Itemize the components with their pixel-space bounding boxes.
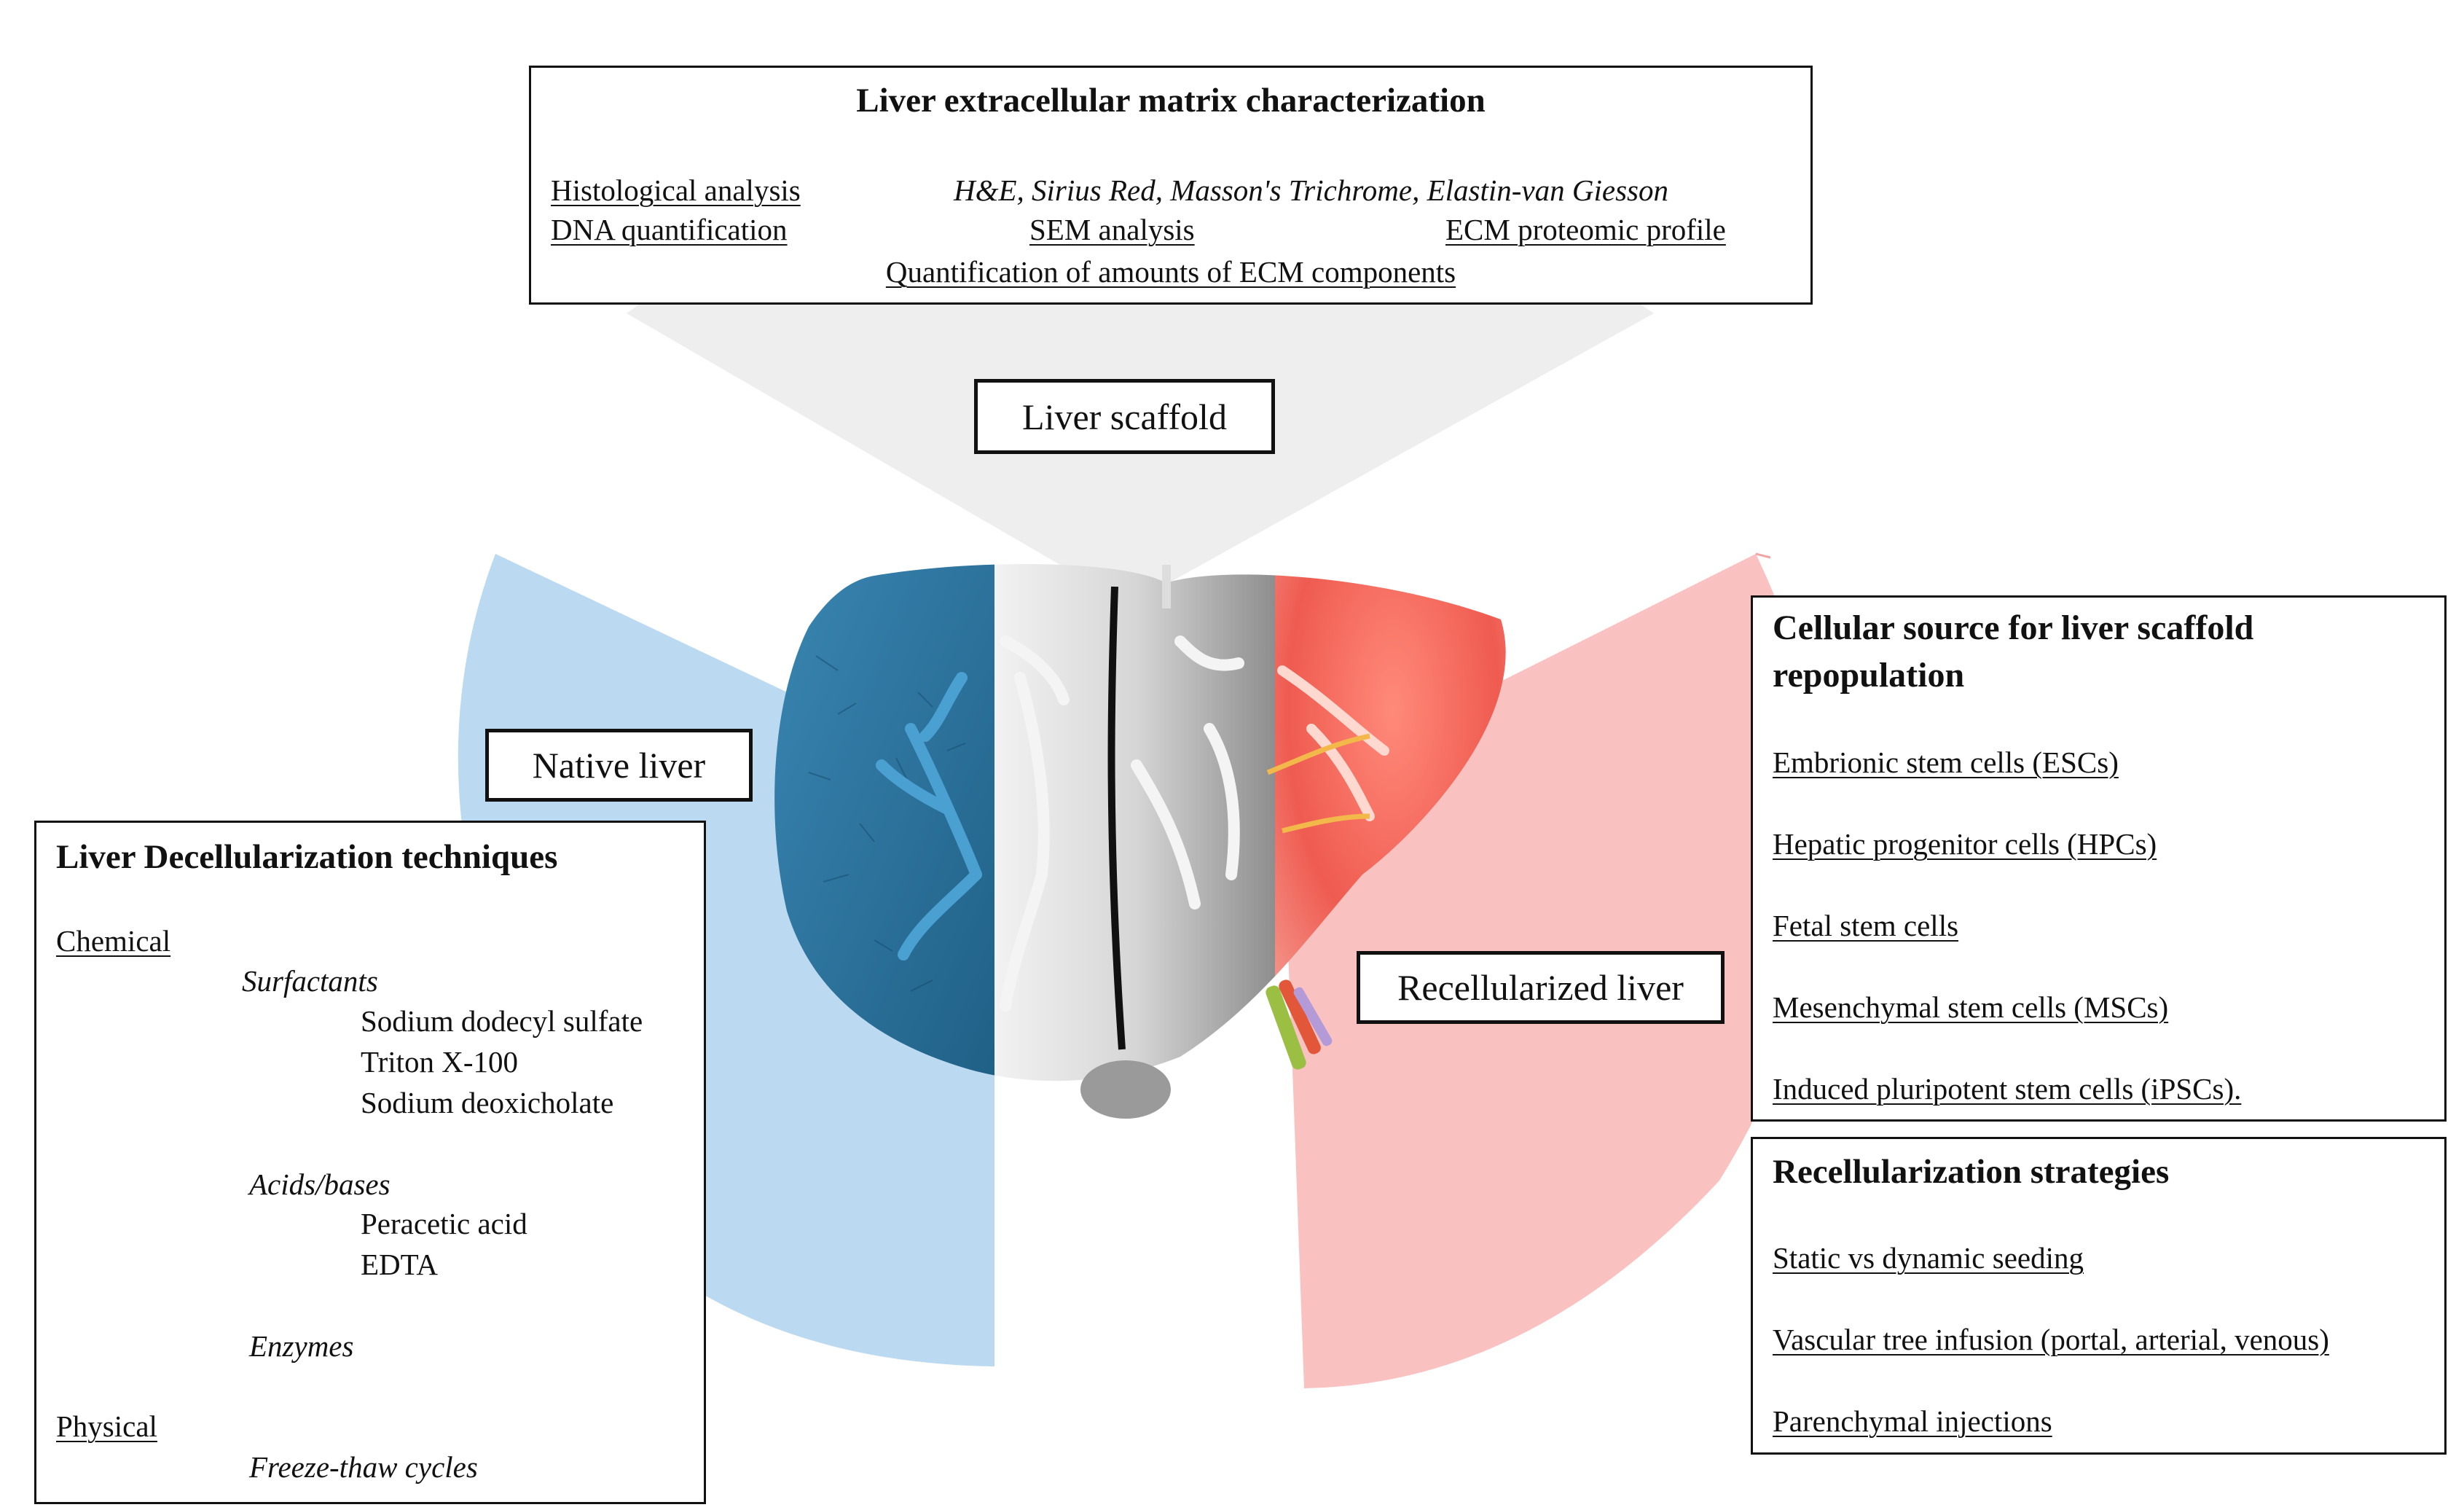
cell-box-title-line1: Cellular source for liver scaffold bbox=[1773, 609, 2254, 647]
strategy-item: Static vs dynamic seeding bbox=[1773, 1241, 2084, 1275]
native-liver-label: Native liver bbox=[485, 729, 753, 802]
cell-box-title: Cellular source for liver scaffold repop… bbox=[1773, 605, 2253, 700]
histological-analysis: Histological analysis bbox=[551, 173, 801, 207]
acids-bases-subheading: Acids/bases bbox=[249, 1167, 391, 1201]
cell-source-item: Hepatic progenitor cells (HPCs) bbox=[1773, 827, 2157, 861]
dna-quantification: DNA quantification bbox=[551, 213, 788, 246]
chemical-heading: Chemical bbox=[56, 924, 171, 958]
physical-heading: Physical bbox=[56, 1409, 157, 1443]
sem-analysis: SEM analysis bbox=[1029, 213, 1195, 246]
surfactants-subheading: Surfactants bbox=[242, 964, 378, 998]
triton-x-100: Triton X-100 bbox=[361, 1045, 519, 1079]
strategies-box-title: Recellularization strategies bbox=[1773, 1153, 2170, 1191]
cellular-source-box: Cellular source for liver scaffold repop… bbox=[1751, 595, 2447, 1122]
cell-source-item: Fetal stem cells bbox=[1773, 909, 1959, 942]
cell-source-item: Mesenchymal stem cells (MSCs) bbox=[1773, 990, 2169, 1024]
sodium-dodecyl-sulfate: Sodium dodecyl sulfate bbox=[361, 1004, 643, 1038]
ecm-components-quantification: Quantification of amounts of ECM compone… bbox=[885, 255, 1456, 289]
ecm-box-title: Liver extracellular matrix characterizat… bbox=[856, 82, 1486, 120]
cell-source-item: Embrionic stem cells (ESCs) bbox=[1773, 746, 2119, 779]
decellularization-techniques-box: Liver Decellularization techniques Chemi… bbox=[34, 821, 706, 1504]
cell-box-title-line2: repopulation bbox=[1773, 655, 1965, 695]
recellularized-liver-label: Recellularized liver bbox=[1357, 951, 1725, 1024]
ecm-characterization-box: Liver extracellular matrix characterizat… bbox=[529, 66, 1813, 305]
enzymes-subheading: Enzymes bbox=[249, 1329, 354, 1363]
freeze-thaw-cycles: Freeze-thaw cycles bbox=[249, 1450, 478, 1484]
ecm-proteomic-profile: ECM proteomic profile bbox=[1445, 213, 1726, 246]
peracetic-acid: Peracetic acid bbox=[361, 1207, 527, 1240]
strategy-item: Parenchymal injections bbox=[1773, 1404, 2052, 1438]
decell-box-title: Liver Decellularization techniques bbox=[56, 838, 558, 876]
recellularization-strategies-box: Recellularization strategies Static vs d… bbox=[1751, 1137, 2447, 1455]
staining-methods: H&E, Sirius Red, Masson's Trichrome, Ela… bbox=[954, 173, 1668, 207]
edta: EDTA bbox=[361, 1248, 439, 1281]
sodium-deoxicholate: Sodium deoxicholate bbox=[361, 1086, 614, 1119]
strategy-item: Vascular tree infusion (portal, arterial… bbox=[1773, 1323, 2329, 1356]
cell-source-item: Induced pluripotent stem cells (iPSCs). bbox=[1773, 1072, 2242, 1106]
liver-scaffold-label: Liver scaffold bbox=[974, 379, 1275, 454]
